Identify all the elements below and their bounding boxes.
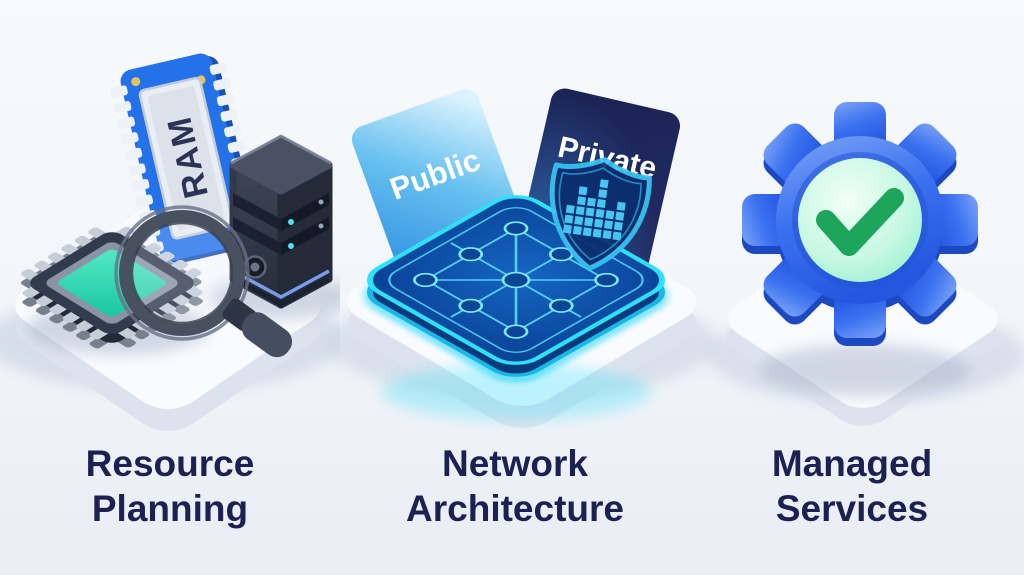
managed-services-title: Managed Services bbox=[700, 441, 1004, 531]
title-line: Architecture bbox=[406, 488, 624, 529]
title-line: Services bbox=[775, 488, 929, 529]
server-led bbox=[288, 243, 294, 249]
resource-planning-title: Resource Planning bbox=[18, 441, 322, 531]
checkmark-icon bbox=[816, 188, 904, 256]
ram-module-icon: RAM bbox=[109, 53, 264, 264]
managed-services-illustration bbox=[707, 55, 1024, 426]
security-shield-icon bbox=[549, 157, 652, 271]
magnifier-handle bbox=[222, 298, 293, 358]
title-line: Managed bbox=[771, 443, 933, 484]
server-bay-groove bbox=[233, 193, 281, 231]
network-architecture-illustration: Public Private bbox=[327, 88, 717, 428]
server-led bbox=[288, 219, 294, 225]
title-line: Planning bbox=[91, 488, 249, 529]
title-line: Network bbox=[442, 443, 588, 484]
title-line: Resource bbox=[85, 443, 255, 484]
network-architecture-title: Network Architecture bbox=[363, 441, 667, 531]
gear-icon bbox=[742, 102, 978, 396]
magnifier-icon bbox=[114, 205, 293, 358]
resource-planning-illustration: RAM bbox=[0, 53, 340, 431]
shield-pixel-bars bbox=[562, 177, 626, 241]
